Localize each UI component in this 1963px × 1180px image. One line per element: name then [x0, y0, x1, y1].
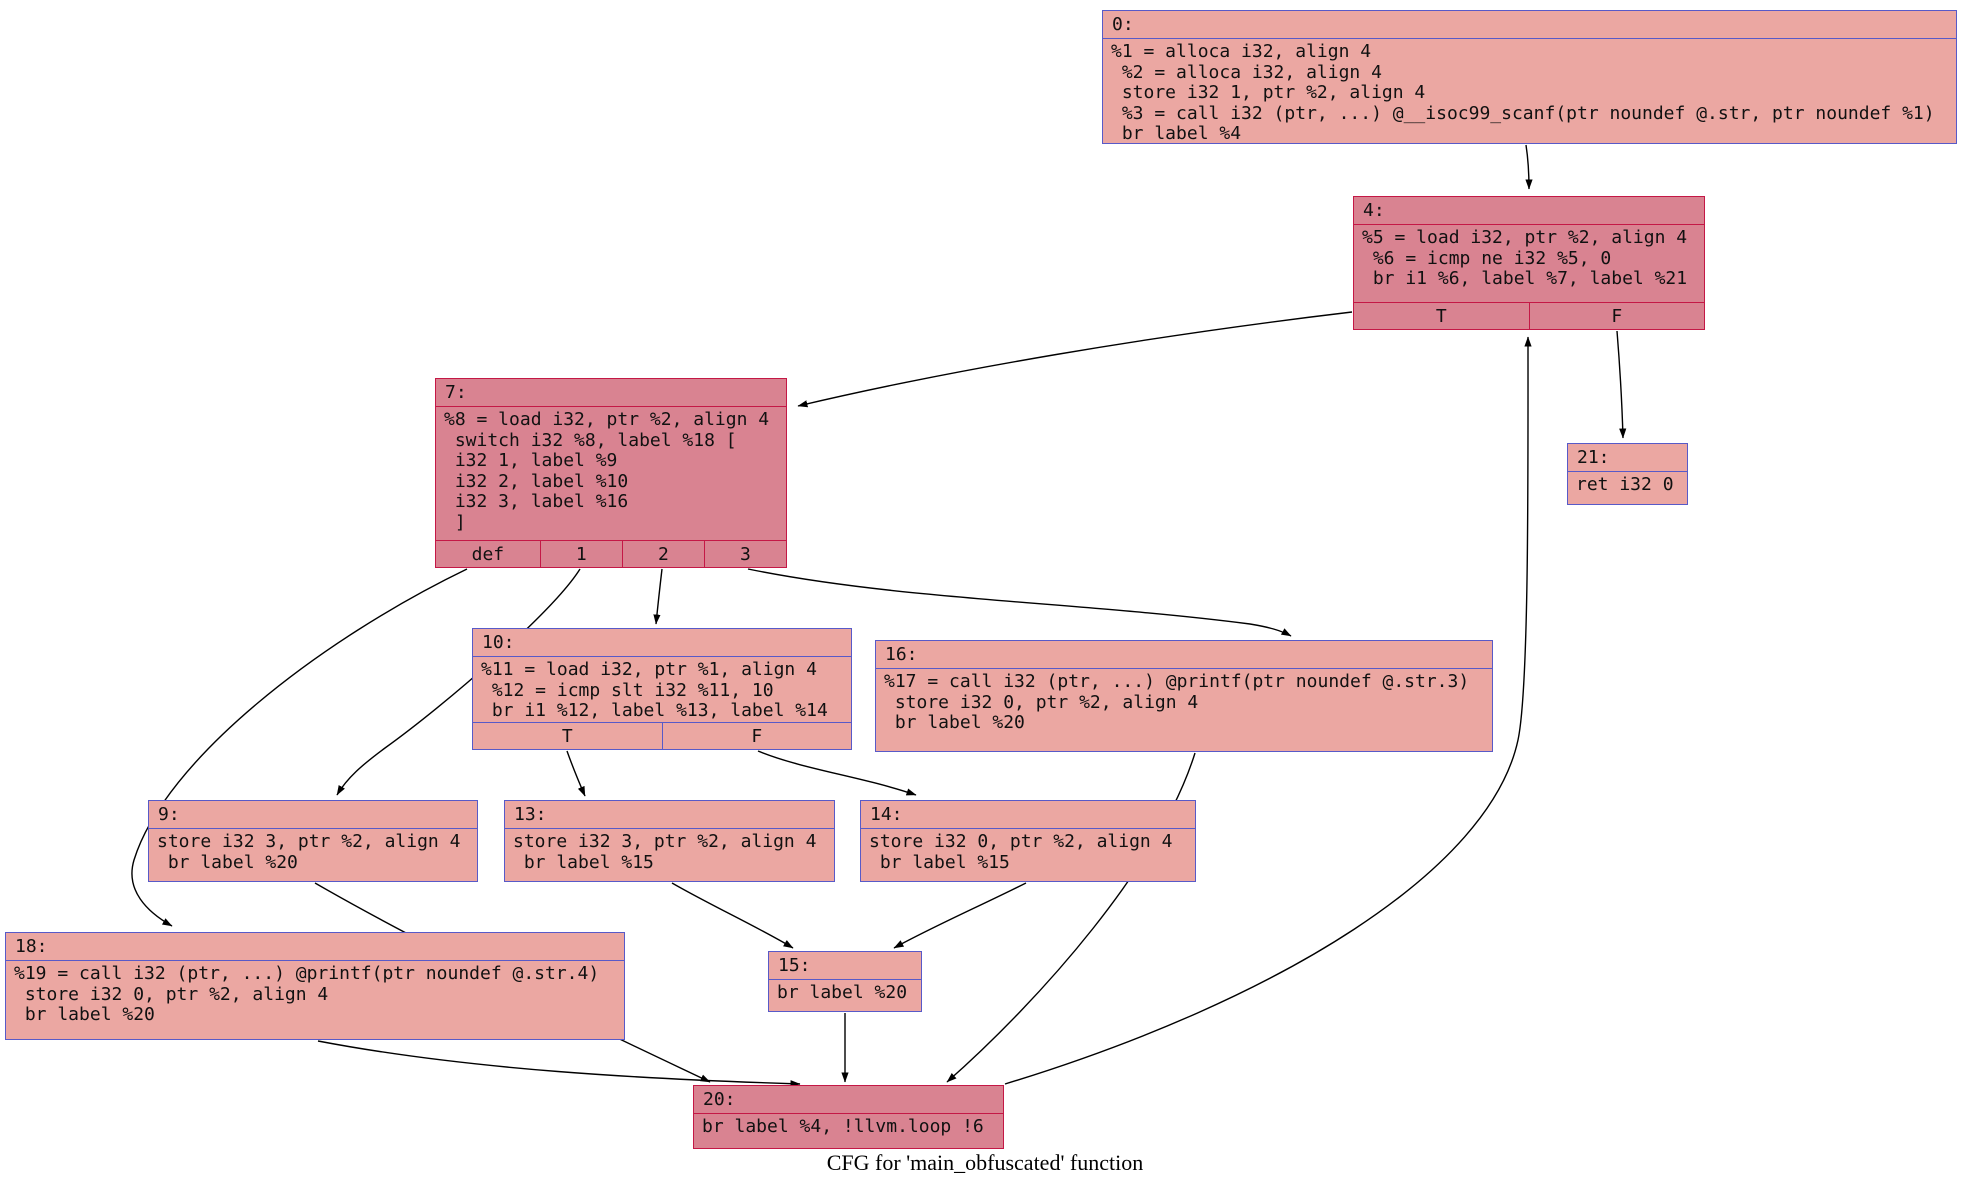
block-body: store i32 3, ptr %2, align 4 br label %1…	[505, 829, 834, 881]
block-label: 15:	[769, 952, 921, 980]
cfg-node-0: 0: %1 = alloca i32, align 4 %2 = alloca …	[1102, 10, 1957, 144]
block-label: 14:	[861, 801, 1195, 829]
block-label: 4:	[1354, 197, 1704, 225]
block-body: store i32 3, ptr %2, align 4 br label %2…	[149, 829, 477, 881]
instruction-line: br i1 %6, label %7, label %21	[1362, 268, 1688, 289]
port-case-1: 1	[539, 541, 622, 567]
instruction-line: store i32 3, ptr %2, align 4	[157, 831, 461, 852]
edge-4T-to-7	[797, 311, 1353, 408]
switch-ports: def 1 2 3	[436, 540, 786, 567]
instruction-line: %1 = alloca i32, align 4	[1111, 41, 1372, 62]
block-body: %17 = call i32 (ptr, ...) @printf(ptr no…	[876, 669, 1492, 751]
edge-20-to-4	[1004, 336, 1532, 1085]
instruction-line: i32 2, label %10	[444, 470, 629, 492]
instruction-line: i32 3, label %16	[444, 491, 629, 512]
port-case-2: 2	[621, 541, 704, 567]
graph-caption: CFG for 'main_obfuscated' function	[826, 1150, 1144, 1175]
edge-10T-to-13	[566, 750, 586, 797]
edge-4F-to-21	[1616, 330, 1627, 439]
edge-16-to-20	[946, 752, 1196, 1083]
instruction-line: br label %15	[513, 851, 654, 873]
instruction-line: ]	[444, 511, 466, 533]
block-label: 16:	[876, 641, 1492, 669]
instruction-line: br i1 %12, label %13, label %14	[481, 700, 828, 721]
instruction-line: store i32 3, ptr %2, align 4	[513, 831, 817, 852]
block-body: %11 = load i32, ptr %1, align 4 %12 = ic…	[473, 657, 851, 722]
instruction-line: store i32 0, ptr %2, align 4	[884, 691, 1199, 713]
edge-71-to-9	[336, 568, 581, 796]
cfg-node-20: 20: br label %4, !llvm.loop !6	[693, 1085, 1004, 1149]
instruction-line: %19 = call i32 (ptr, ...) @printf(ptr no…	[14, 963, 600, 984]
cfg-node-14: 14: store i32 0, ptr %2, align 4 br labe…	[860, 800, 1196, 882]
cfg-node-13: 13: store i32 3, ptr %2, align 4 br labe…	[504, 800, 835, 882]
port-false: F	[661, 723, 852, 749]
edge-73-to-16	[747, 568, 1292, 637]
cfg-node-21: 21: ret i32 0	[1567, 443, 1688, 505]
block-label: 7:	[436, 379, 786, 407]
branch-ports: T F	[1354, 302, 1704, 329]
instruction-line: %11 = load i32, ptr %1, align 4	[481, 659, 817, 680]
instruction-line: store i32 0, ptr %2, align 4	[869, 831, 1173, 852]
instruction-line: %5 = load i32, ptr %2, align 4	[1362, 227, 1688, 248]
instruction-line: store i32 1, ptr %2, align 4	[1111, 82, 1426, 103]
instruction-line: i32 1, label %9	[444, 450, 618, 471]
edge-0-to-4	[1525, 144, 1533, 190]
edge-13-to-15	[671, 882, 794, 949]
instruction-line: br label %20	[157, 851, 298, 873]
cfg-node-9: 9: store i32 3, ptr %2, align 4 br label…	[148, 800, 478, 882]
instruction-line: %6 = icmp ne i32 %5, 0	[1362, 247, 1612, 269]
instruction-line: br label %15	[869, 851, 1010, 873]
instruction-line: store i32 0, ptr %2, align 4	[14, 983, 329, 1005]
block-label: 13:	[505, 801, 834, 829]
instruction-line: %12 = icmp slt i32 %11, 10	[481, 679, 774, 701]
port-case-3: 3	[703, 541, 786, 567]
block-body: %5 = load i32, ptr %2, align 4 %6 = icmp…	[1354, 225, 1704, 302]
block-label: 21:	[1568, 444, 1687, 472]
block-body: br label %20	[769, 980, 921, 1011]
cfg-node-10: 10: %11 = load i32, ptr %1, align 4 %12 …	[472, 628, 852, 750]
port-false: F	[1528, 303, 1705, 329]
cfg-node-7: 7: %8 = load i32, ptr %2, align 4 switch…	[435, 378, 787, 568]
port-default: def	[471, 544, 505, 565]
instruction-line: br label %20	[14, 1004, 155, 1025]
cfg-node-16: 16: %17 = call i32 (ptr, ...) @printf(pt…	[875, 640, 1493, 752]
branch-ports: T F	[473, 722, 851, 749]
edge-7def-to-18	[131, 568, 468, 927]
block-body: %19 = call i32 (ptr, ...) @printf(ptr no…	[6, 961, 624, 1039]
instruction-line: br label %4, !llvm.loop !6	[702, 1116, 984, 1137]
edge-10F-to-14	[757, 750, 917, 796]
cfg-node-15: 15: br label %20	[768, 951, 922, 1012]
cfg-node-18: 18: %19 = call i32 (ptr, ...) @printf(pt…	[5, 932, 625, 1040]
edge-18-to-20	[317, 1040, 801, 1088]
cfg-node-4: 4: %5 = load i32, ptr %2, align 4 %6 = i…	[1353, 196, 1705, 330]
port-true: T	[1435, 306, 1447, 327]
block-body: %8 = load i32, ptr %2, align 4 switch i3…	[436, 407, 786, 540]
block-label: 20:	[694, 1086, 1003, 1114]
block-body: %1 = alloca i32, align 4 %2 = alloca i32…	[1103, 39, 1956, 143]
instruction-line: %17 = call i32 (ptr, ...) @printf(ptr no…	[884, 671, 1470, 692]
instruction-line: %8 = load i32, ptr %2, align 4	[444, 409, 770, 430]
instruction-line: br label %4	[1111, 123, 1242, 143]
edge-14-to-15	[893, 882, 1027, 949]
block-label: 18:	[6, 933, 624, 961]
block-label: 9:	[149, 801, 477, 829]
block-body: ret i32 0	[1568, 472, 1687, 504]
block-label: 0:	[1103, 11, 1956, 39]
block-body: store i32 0, ptr %2, align 4 br label %1…	[861, 829, 1195, 881]
port-true: T	[561, 726, 573, 747]
instruction-line: switch i32 %8, label %18 [	[444, 429, 737, 451]
instruction-line: ret i32 0	[1576, 474, 1674, 495]
block-body: br label %4, !llvm.loop !6	[694, 1114, 1003, 1148]
block-label: 10:	[473, 629, 851, 657]
instruction-line: br label %20	[884, 712, 1025, 733]
edge-72-to-10	[653, 568, 663, 625]
instruction-line: %2 = alloca i32, align 4	[1111, 61, 1382, 83]
instruction-line: br label %20	[777, 982, 908, 1003]
instruction-line: %3 = call i32 (ptr, ...) @__isoc99_scanf…	[1111, 102, 1935, 124]
